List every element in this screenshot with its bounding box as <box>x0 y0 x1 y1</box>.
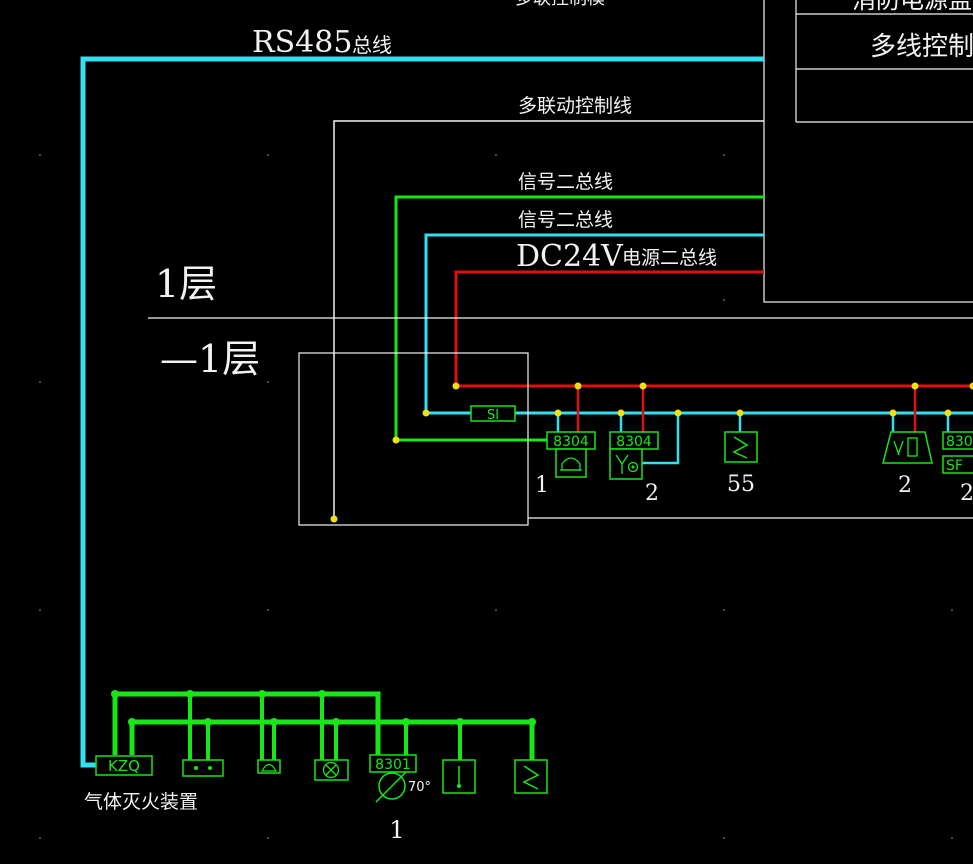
signal-bus-cyan: 信号二总线 <box>424 209 973 415</box>
device-8301: 8301 70° 1 <box>369 754 431 844</box>
floor-minus1-label: —1层 <box>160 337 260 381</box>
gas-smoke-detector <box>514 759 548 794</box>
rs485-suffix: 总线 <box>352 33 392 57</box>
device-830-sf: 830 SF 2 <box>942 431 973 506</box>
device-2-code: 8304 <box>616 434 652 450</box>
device-4-count: 2 <box>898 473 912 498</box>
floor-divider: 1层 —1层 <box>148 262 973 381</box>
area-box <box>298 352 529 526</box>
speaker-icon <box>893 440 904 456</box>
dc24v-label: DC24V <box>516 239 624 274</box>
kzq-controller: KZQ 气体灭火装置 <box>84 755 198 813</box>
detector-icon <box>615 454 629 474</box>
bell-icon <box>561 457 581 471</box>
alarm-bell-icon <box>260 763 278 772</box>
device-zigzag: 55 <box>724 431 758 497</box>
device-5-count: 2 <box>960 481 973 506</box>
device-8304-detector: 8304 2 <box>609 431 659 506</box>
zigzag-icon <box>522 765 540 790</box>
dc24v-bus: DC24V 电源二总线 <box>454 239 973 388</box>
heat-detector-icon <box>378 772 406 800</box>
gas-system-wiring <box>112 691 535 760</box>
gas-alarm-bell <box>257 759 281 774</box>
panel-row2-label: 多线控制器 <box>870 32 973 62</box>
device-1-count: 1 <box>535 473 549 498</box>
device-speaker: 2 <box>882 431 933 498</box>
angle-label: 70° <box>408 780 431 795</box>
button-dot-icon <box>194 766 198 770</box>
multi-link-line: 多联动控制线 <box>333 95 973 520</box>
gas-indicator-lamp <box>314 759 349 781</box>
kzq-label: KZQ <box>108 757 140 775</box>
device-5-sub: SF <box>946 458 963 474</box>
device-2-count: 2 <box>645 481 659 506</box>
signal-bus-1-label: 信号二总线 <box>518 171 613 193</box>
dc24v-suffix: 电源二总线 <box>622 247 717 269</box>
gas-manual-switch <box>442 759 476 794</box>
gas-junction-dots <box>111 690 536 726</box>
floor-1-label: 1层 <box>155 262 217 306</box>
grid-dots <box>39 154 953 839</box>
signal-bus-2-label: 信号二总线 <box>518 209 613 231</box>
si-label: SI <box>487 408 499 423</box>
rs485-bus: RS485 总线 <box>80 25 764 768</box>
panel-row1-label: 消防电源监控 <box>852 0 973 14</box>
gas-button-box <box>182 759 224 777</box>
smoke-detector-icon <box>732 436 749 459</box>
si-isolator: SI <box>470 405 516 423</box>
device-5-code: 830 <box>946 434 973 450</box>
device-8304-sounder: 8304 1 <box>535 431 596 498</box>
device-1-code: 8304 <box>553 434 589 450</box>
device-3-count: 55 <box>727 472 755 497</box>
top-cut-label: 多联控制模 <box>515 0 605 9</box>
rs485-label: RS485 <box>252 25 352 60</box>
gas-device-label: 气体灭火装置 <box>84 791 198 813</box>
lamp-icon <box>322 761 340 779</box>
multi-link-label: 多联动控制线 <box>518 95 632 117</box>
code-8301: 8301 <box>375 757 411 773</box>
junction-dots <box>330 382 973 523</box>
gas-count: 1 <box>389 816 404 844</box>
control-panel: 消防电源监控 多线控制器 <box>763 0 973 303</box>
